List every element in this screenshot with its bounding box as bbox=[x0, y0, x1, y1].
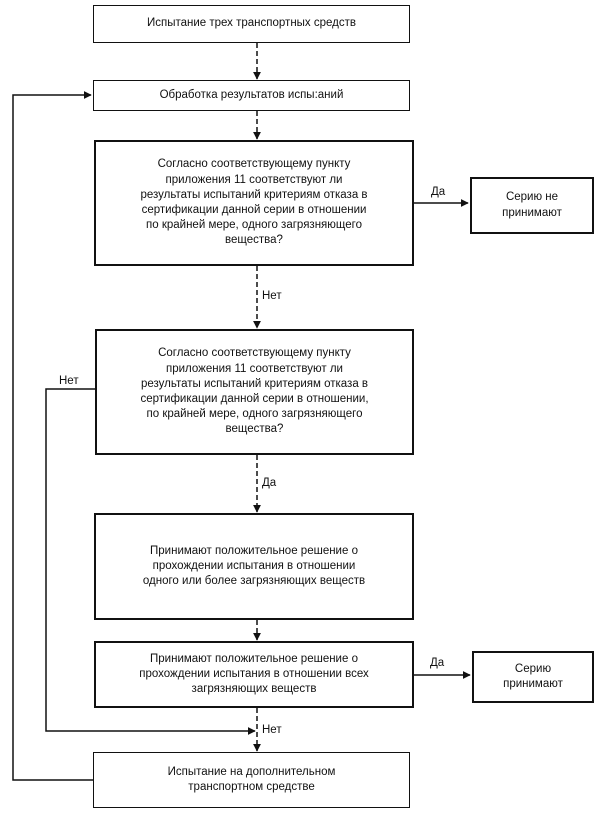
node-question-1: Согласно соответствующему пункту приложе… bbox=[94, 140, 414, 266]
label-all-yes: Да bbox=[430, 657, 445, 669]
node-additional-vehicle-test: Испытание на дополнительном транспортном… bbox=[93, 752, 410, 808]
node-processing-results: Обработка результатов испы:аний bbox=[93, 80, 410, 111]
node-test-three-vehicles: Испытание трех транспортных средств bbox=[93, 5, 410, 43]
label-q1-no: Нет bbox=[262, 290, 282, 302]
node-positive-some: Принимают положительное решение о прохож… bbox=[94, 513, 414, 620]
node-positive-all: Принимают положительное решение о прохож… bbox=[94, 641, 414, 708]
label-q2-no: Нет bbox=[59, 375, 79, 387]
node-question-2: Согласно соответствующему пункту приложе… bbox=[95, 329, 414, 455]
line-q2-no-loop bbox=[45, 388, 256, 735]
line-additional-back-to-processing bbox=[12, 91, 93, 781]
label-q2-yes: Да bbox=[262, 477, 277, 489]
label-all-no: Нет bbox=[262, 724, 282, 736]
node-accept-series: Серию принимают bbox=[472, 651, 594, 703]
node-reject-series: Серию не принимают bbox=[470, 177, 594, 234]
label-q1-yes: Да bbox=[431, 186, 446, 198]
